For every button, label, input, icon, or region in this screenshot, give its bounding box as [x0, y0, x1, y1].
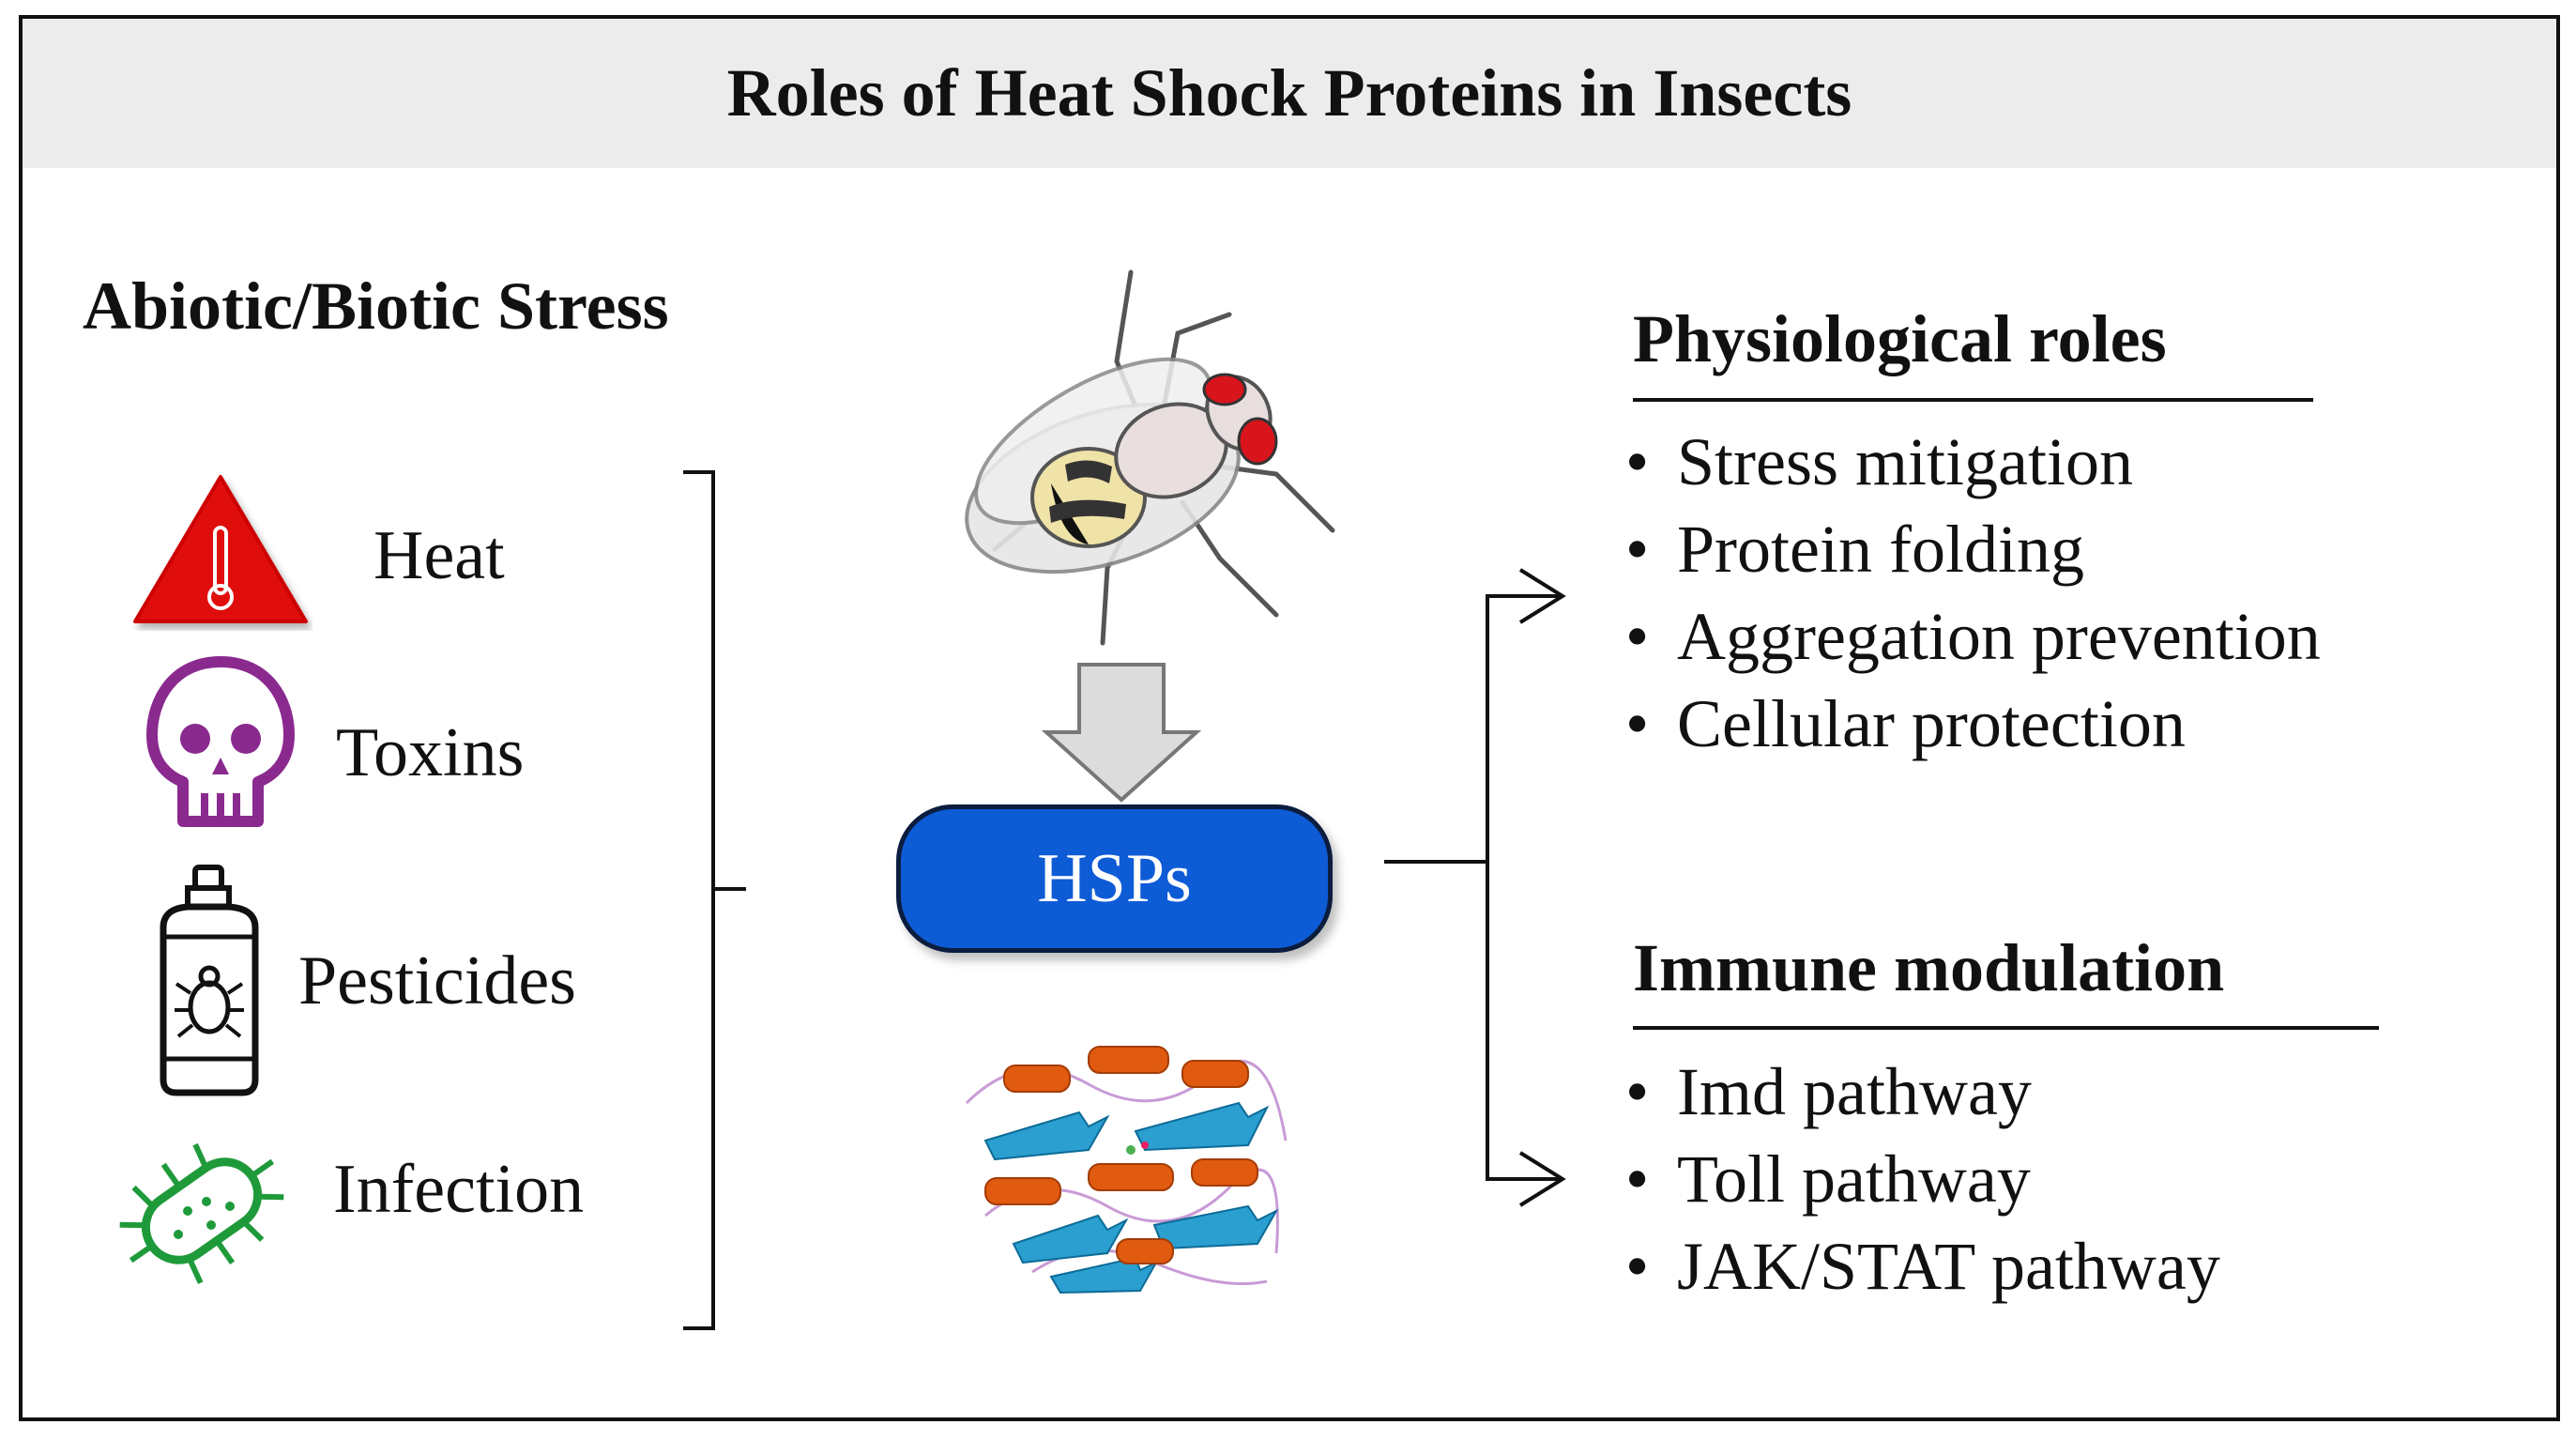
list-item: •JAK/STAT pathway — [1625, 1229, 2220, 1304]
arrow-head-upper — [1518, 568, 1566, 624]
skull-icon — [146, 656, 295, 827]
spray-can-icon — [160, 865, 259, 1096]
thermometer-warning-icon — [133, 475, 308, 623]
stress-title: Abiotic/Biotic Stress — [83, 268, 669, 344]
stress-label-pesticides: Pesticides — [298, 942, 576, 1019]
figure-title: Roles of Heat Shock Proteins in Insects — [726, 55, 1852, 130]
stress-label-toxins: Toxins — [336, 714, 525, 791]
fruit-fly-icon — [965, 269, 1335, 646]
list-item: •Stress mitigation — [1625, 424, 2133, 499]
hsp-box: HSPs — [896, 804, 1333, 953]
figure-frame: Roles of Heat Shock Proteins in Insects — [19, 15, 2560, 1421]
protein-structure-icon — [965, 1046, 1288, 1294]
title-bar — [23, 19, 2556, 168]
down-arrow-icon — [1041, 663, 1202, 803]
list-item: •Cellular protection — [1625, 686, 2186, 761]
arrow-head-lower — [1518, 1151, 1566, 1207]
physiological-title: Physiological roles — [1633, 301, 2167, 376]
stress-bracket — [683, 470, 715, 1330]
immune-list: •Imd pathway •Toll pathway •JAK/STAT pat… — [1625, 1049, 2220, 1310]
bacterium-icon — [119, 1142, 284, 1284]
stress-label-infection: Infection — [333, 1151, 585, 1228]
stress-label-heat: Heat — [373, 517, 505, 594]
list-item: •Protein folding — [1625, 512, 2084, 587]
physiological-list: •Stress mitigation •Protein folding •Agg… — [1625, 419, 2321, 768]
split-line — [1486, 594, 1562, 1181]
list-item: •Toll pathway — [1625, 1141, 2031, 1217]
physiological-underline — [1633, 398, 2313, 402]
immune-title: Immune modulation — [1633, 930, 2225, 1005]
immune-underline — [1633, 1026, 2379, 1030]
list-item: •Imd pathway — [1625, 1054, 2032, 1129]
list-item: •Aggregation prevention — [1625, 599, 2321, 674]
